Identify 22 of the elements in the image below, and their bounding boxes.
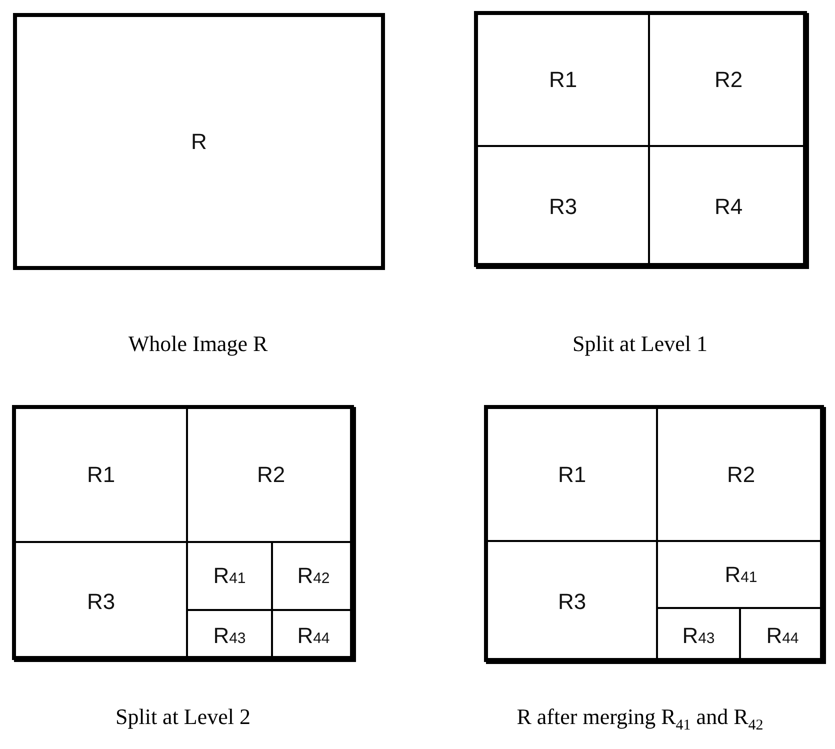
panel-caption: Split at Level 1: [572, 331, 708, 357]
region-label: R1: [558, 462, 586, 488]
region-label: R3: [558, 589, 586, 615]
panel-caption: Whole Image R: [128, 331, 268, 357]
image-frame: [12, 405, 354, 660]
panel-caption: Split at Level 2: [115, 704, 251, 730]
region-cell: [271, 609, 356, 662]
panel-caption: R after merging R$_{41}$ and R$_{42}$: [516, 704, 764, 734]
region-label: R4: [714, 194, 743, 220]
region-cell: [739, 607, 826, 664]
region-label: R3: [548, 194, 578, 220]
region-cell: [648, 145, 809, 269]
region-label: R2: [714, 67, 743, 93]
region-label: R2: [726, 462, 756, 488]
region-label: R1: [86, 462, 116, 488]
region-label: R1: [548, 67, 578, 93]
region-label: R: [191, 128, 207, 154]
region-label: R2: [256, 462, 286, 488]
region-label: R3: [86, 588, 116, 614]
image-frame: [474, 11, 807, 267]
image-region: [13, 13, 385, 270]
image-frame: [484, 405, 824, 662]
